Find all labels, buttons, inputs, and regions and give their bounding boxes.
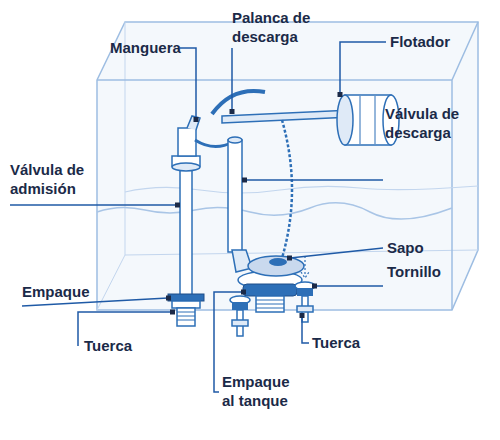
tank-gasket xyxy=(243,284,297,296)
fill-valve-washer xyxy=(168,294,204,301)
flapper-top xyxy=(269,258,287,266)
fill-valve-thread-lines xyxy=(177,312,195,320)
part-label: Manguera xyxy=(110,38,180,57)
leader-end xyxy=(300,313,305,318)
flush-valve-thread xyxy=(256,296,284,312)
bolt-gasket xyxy=(232,302,248,310)
float-end-left xyxy=(337,95,353,145)
flush-valve-thread-lines xyxy=(256,300,284,308)
part-label: Tornillo xyxy=(387,262,477,281)
tank-hidden-edges xyxy=(97,22,478,310)
bolt-gasket xyxy=(297,288,313,296)
overflow-tube xyxy=(228,140,242,252)
bolt-nut xyxy=(232,320,248,326)
lever-arm xyxy=(222,110,352,123)
part-label: Válvula de admisión xyxy=(10,160,110,198)
part-label: Empaque al tanque xyxy=(222,372,302,410)
leader-end xyxy=(194,117,199,122)
chain xyxy=(282,120,292,258)
leader-line xyxy=(302,316,309,343)
part-label: Palanca de descarga xyxy=(232,8,327,46)
leader-end xyxy=(312,284,317,289)
leader-end xyxy=(287,256,292,261)
leader-end xyxy=(170,310,175,315)
fill-valve-arm xyxy=(187,116,200,130)
leader-line xyxy=(315,285,383,287)
part-label: Empaque xyxy=(22,282,112,301)
fill-valve-tube xyxy=(180,168,192,296)
leader-end xyxy=(175,203,180,208)
part-label: Tuerca xyxy=(84,336,164,355)
water-line-back xyxy=(125,186,478,193)
leader-line xyxy=(290,248,383,258)
leader-line xyxy=(340,42,386,95)
tank-front-edges xyxy=(97,22,478,310)
flapper xyxy=(248,256,304,276)
tank-body xyxy=(97,22,478,310)
assembly-arrow xyxy=(301,256,309,278)
part-label: Tuerca xyxy=(312,333,392,352)
leader-end xyxy=(166,296,171,301)
leader-end xyxy=(338,92,343,97)
fill-valve-nut xyxy=(172,301,200,308)
float-ridges xyxy=(360,96,375,144)
leader-line xyxy=(10,204,178,206)
leader-ends xyxy=(166,92,343,318)
fill-valve-thread xyxy=(177,308,195,326)
leader-end xyxy=(241,290,246,295)
bolt-nut xyxy=(297,306,313,312)
part-label: Flotador xyxy=(390,32,480,51)
part-label: Válvula de descarga xyxy=(385,104,485,142)
leader-end xyxy=(230,109,235,114)
leader-line xyxy=(180,48,196,120)
fill-valve-head xyxy=(178,128,196,156)
leader-line xyxy=(231,48,233,112)
fill-valve-cap-rim xyxy=(172,163,200,171)
leader-end xyxy=(242,178,247,183)
leader-line xyxy=(245,179,383,181)
part-label: Sapo xyxy=(387,238,467,257)
flush-handle xyxy=(212,91,265,114)
overflow-tube-top xyxy=(228,137,242,143)
